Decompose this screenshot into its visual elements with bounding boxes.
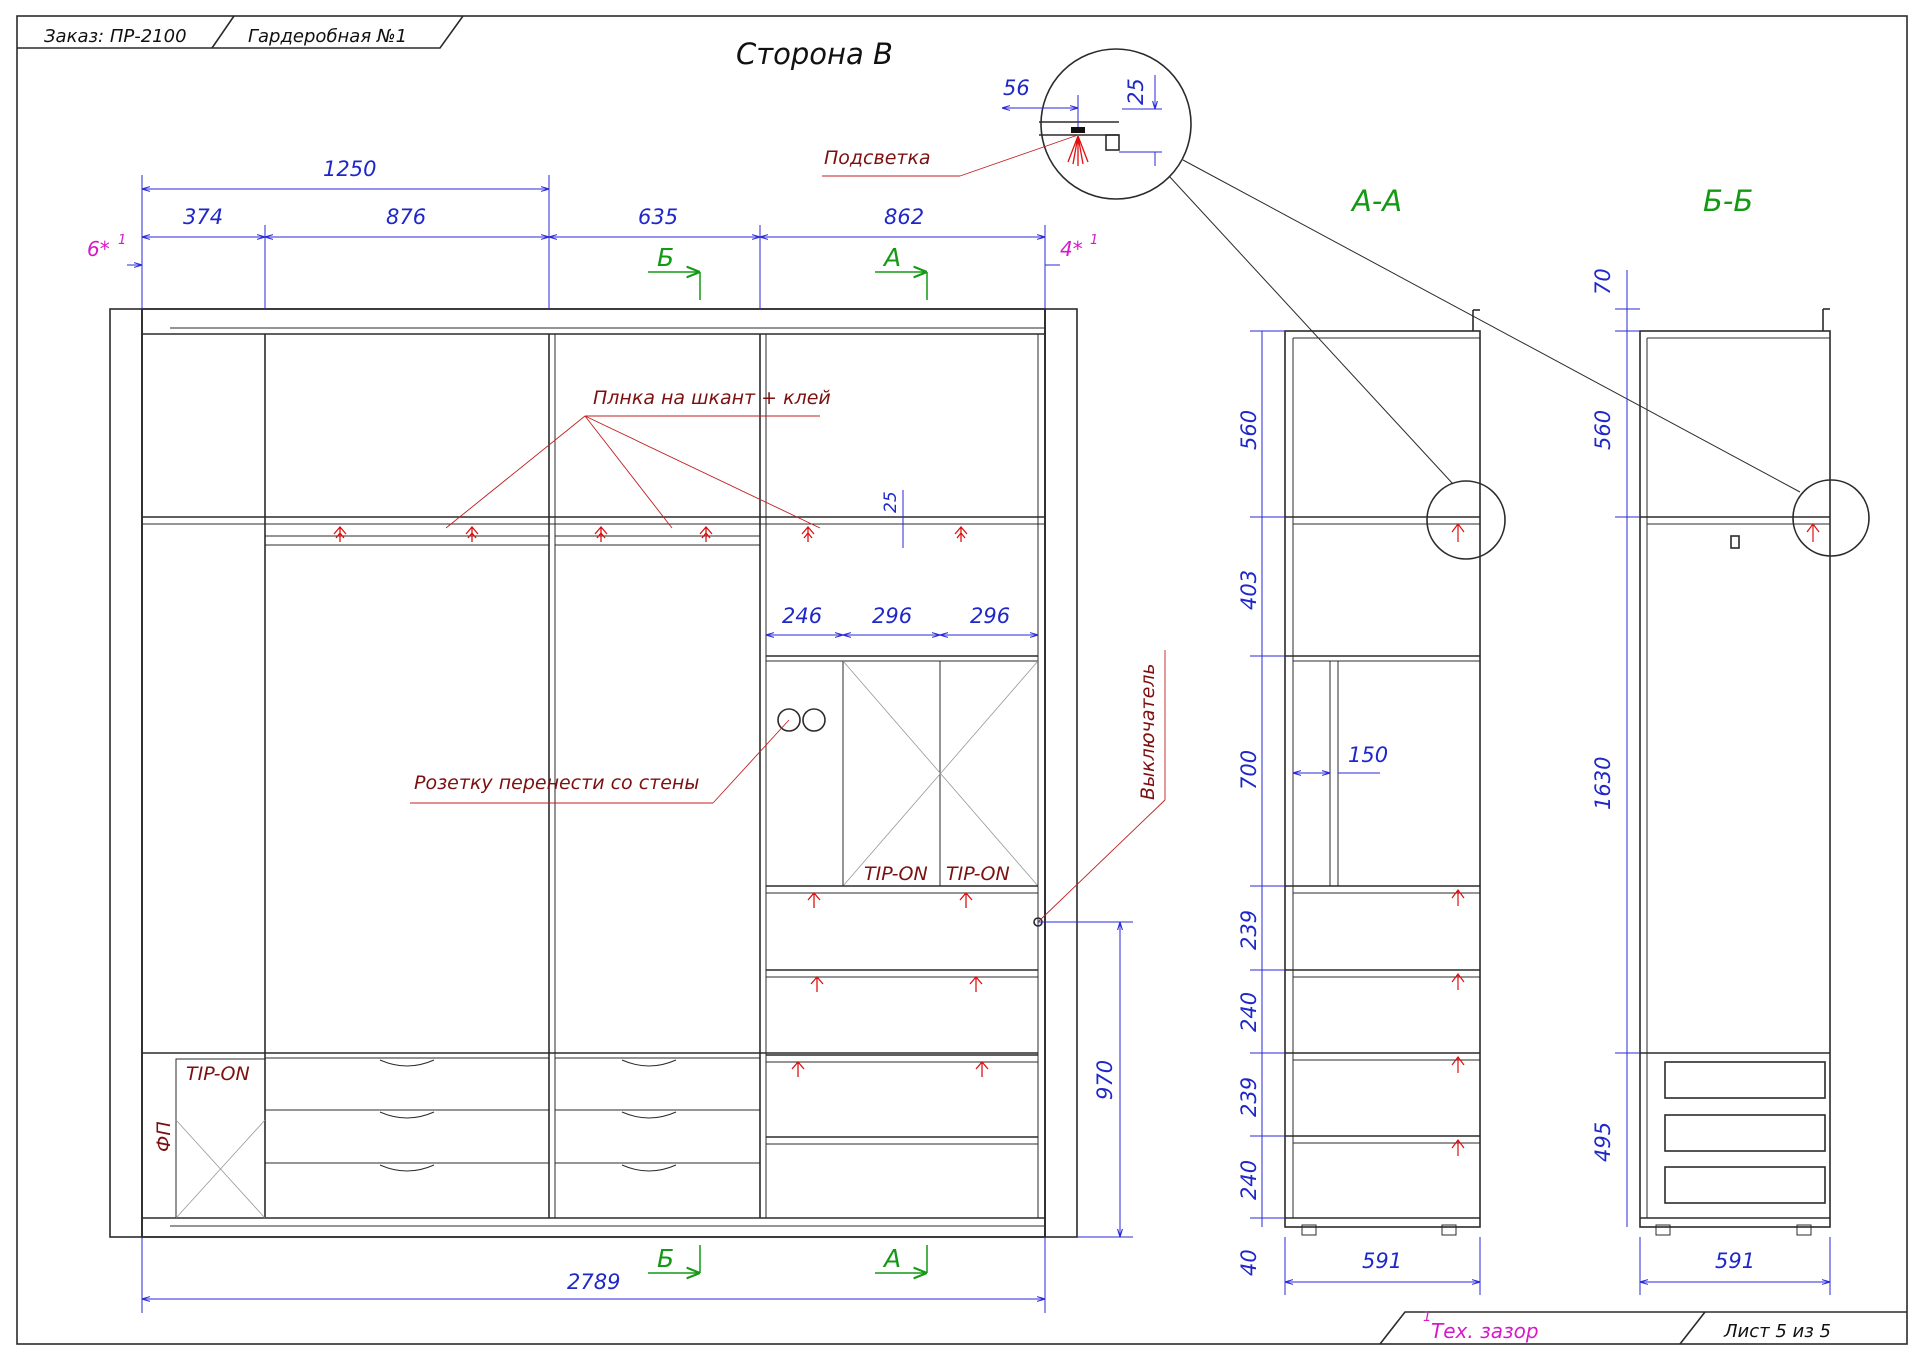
sheet-number: Лист 5 из 5 [1723,1321,1831,1342]
gap-left-mark: 1 [118,233,126,248]
section-mark-b-top: Б [657,243,674,272]
order-number: Заказ: ПР-2100 [44,26,187,47]
drawer-handle [621,1059,677,1067]
aa-dim-591: 591 [1362,1249,1402,1273]
aa-dim-239-b: 239 [1237,1077,1261,1117]
aa-dim-40: 40 [1237,1249,1261,1276]
footnote-text: Тех. зазор [1431,1319,1539,1343]
section-mark-a-top: А [882,243,901,272]
section-aa: А-А [1237,184,1506,1295]
dim-246: 246 [782,604,822,628]
drawer-handle [379,1059,435,1067]
backlight-label: Подсветка [824,147,931,169]
dim-862: 862 [884,205,924,229]
aa-dim-403: 403 [1237,570,1261,610]
dim-970: 970 [1093,1060,1117,1100]
sheet-title: Сторона В [736,37,893,71]
light-strip [1071,127,1085,133]
gap-right-mark: 1 [1090,233,1098,248]
bb-dim-591: 591 [1715,1249,1755,1273]
detail-dim-25: 25 [1124,78,1148,105]
dim-374: 374 [183,205,223,229]
drawer-handle [379,1111,435,1119]
bb-dim-1630: 1630 [1591,757,1615,810]
header-block: Заказ: ПР-2100 Гардеробная №1 [17,15,464,49]
section-aa-title: А-А [1350,184,1402,218]
detail-callout: Подсветка 56 25 [822,48,1801,493]
section-cut-marks [648,272,928,1273]
front-view: Плнка на шкант + клей Розетку перенести … [87,157,1166,1313]
dim-876: 876 [386,205,426,229]
socket-note: Розетку перенести со стены [414,772,699,794]
sheet-frame [16,15,1908,1345]
aa-dim-560: 560 [1237,410,1261,450]
drawer-handle [621,1111,677,1119]
tipon-mid-2: TIP-ON [946,863,1010,885]
left-wall [109,308,143,1238]
aa-dim-700: 700 [1237,750,1261,790]
bb-dim-495: 495 [1591,1122,1615,1162]
aa-dim-240-a: 240 [1237,992,1261,1032]
dim-296-a: 296 [872,604,912,628]
tipon-left: TIP-ON [186,1063,250,1085]
strip-note-leaders [410,415,1166,923]
bb-dim-70: 70 [1591,268,1615,295]
section-mark-b-bottom: Б [657,1244,674,1273]
socket-icon [802,708,826,732]
strip-note: Плнка на шкант + клей [593,387,831,409]
front-dimensions [127,175,1133,1313]
footnote-mark: 1 [1423,1310,1431,1325]
drawer-handle [379,1164,435,1172]
dim-2789: 2789 [567,1270,620,1294]
bb-dim-560: 560 [1591,410,1615,450]
gap-right: 4* [1060,237,1083,261]
footer-block: 1 Тех. зазор Лист 5 из 5 [1379,1310,1907,1345]
fp-label: ФП [153,1121,175,1152]
drawer-handle [621,1164,677,1172]
switch-note: Выключатель [1137,663,1159,800]
gap-left: 6* [87,237,110,261]
dim-635: 635 [638,205,678,229]
light-marker-detail [1067,135,1089,166]
tipon-mid-1: TIP-ON [864,863,928,885]
room-name: Гардеробная №1 [248,26,407,47]
section-bb: Б-Б 70 560 1630 495 591 [1591,184,1870,1295]
section-mark-a-bottom: А [882,1244,901,1273]
socket-icon [777,708,801,732]
dim-25-front: 25 [881,491,901,513]
aa-dim-240-b: 240 [1237,1160,1261,1200]
aa-dim-239-a: 239 [1237,910,1261,950]
right-wall [1044,308,1078,1238]
light-markers [333,526,989,1077]
detail-dim-56: 56 [1003,76,1030,100]
hanger-icon [1730,535,1740,549]
section-bb-title: Б-Б [1703,184,1753,218]
dim-296-b: 296 [970,604,1010,628]
dim-1250: 1250 [323,157,376,181]
aa-dim-150: 150 [1348,743,1388,767]
